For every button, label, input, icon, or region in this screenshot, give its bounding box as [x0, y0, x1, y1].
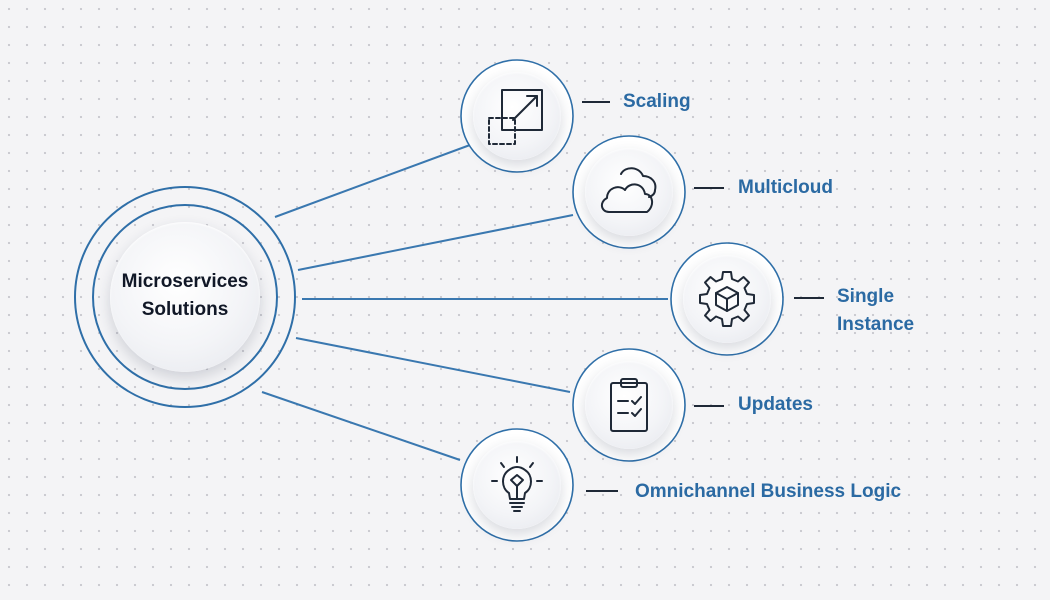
label-omnichannel: Omnichannel Business Logic [635, 478, 901, 506]
hub-label-line1: Microservices [121, 271, 249, 292]
label-multicloud: Multicloud [738, 174, 833, 202]
connector-multicloud [297, 214, 574, 271]
label-single-instance-line1: Single [837, 286, 895, 307]
node-disc-updates [585, 361, 673, 449]
label-single-instance-line2: Instance [837, 314, 915, 335]
lightbulb-icon [491, 456, 543, 512]
cloud-icon [601, 167, 657, 213]
hub-inner-ring [92, 204, 278, 390]
connector-omnichannel [261, 391, 461, 461]
node-disc-multicloud [585, 148, 673, 236]
connector-scaling [274, 144, 471, 218]
label-updates-text: Updates [738, 394, 813, 415]
scaling-icon [488, 89, 543, 145]
label-updates: Updates [738, 391, 813, 419]
connector-updates [295, 337, 571, 393]
label-omnichannel-text: Omnichannel Business Logic [635, 481, 902, 502]
hub-outer-ring [74, 186, 296, 408]
hub-label: Microservices Solutions [90, 268, 280, 324]
label-scaling-text: Scaling [623, 91, 691, 112]
clipboard-checklist-icon [610, 378, 648, 432]
gear-cube-icon [699, 271, 755, 327]
hub-disc [110, 222, 260, 372]
label-single-instance: Single Instance [837, 283, 914, 339]
hub-label-line2: Solutions [141, 299, 229, 320]
label-multicloud-text: Multicloud [738, 177, 833, 198]
label-scaling: Scaling [623, 88, 691, 116]
